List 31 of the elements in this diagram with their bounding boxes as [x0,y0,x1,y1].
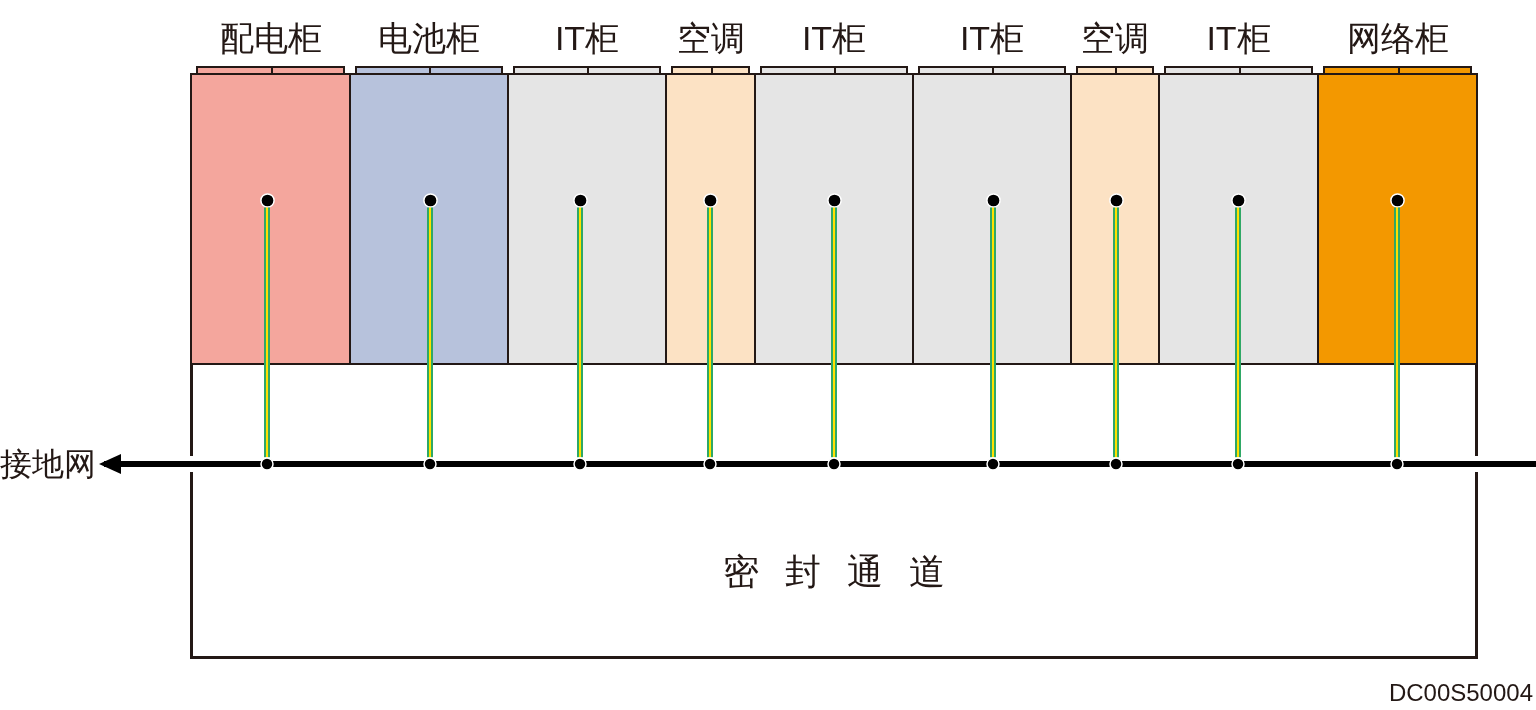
grounding-wire [577,207,583,458]
terminal-dot-icon [702,192,718,208]
cabinet-label: IT柜 [801,18,867,59]
cabinet-label: 空调 [1081,18,1149,59]
figure-code: DC00S50004 [1388,678,1533,708]
terminal-dot-icon [826,192,842,208]
terminal-dot-icon [1389,192,1405,208]
terminal-dot-icon [259,192,275,208]
grounding-bus-arrow [99,454,1536,474]
cabinet-label: IT柜 [959,18,1025,59]
cabinet-label: 配电柜 [219,18,322,59]
cabinet-label: IT柜 [554,18,620,59]
grounding-wire [1113,207,1119,458]
grounding-wire [1394,207,1400,458]
grounding-wire [427,207,433,458]
cabinet-label: IT柜 [1206,18,1271,59]
grounding-wire [707,207,713,458]
aisle-label: 密封通道 [723,547,971,597]
grounding-wire [264,207,270,458]
grounding-wire [990,207,996,458]
terminal-dot-icon [985,192,1001,208]
cabinet-label: 空调 [676,18,745,59]
ground-grid-label: 接地网 [0,444,96,484]
terminal-dot-icon [422,192,438,208]
grounding-wire [1235,207,1241,458]
terminal-dot-icon [1108,192,1124,208]
cabinet-label: 电池柜 [378,18,480,59]
grounding-wire [831,207,837,458]
terminal-dot-icon [572,192,588,208]
terminal-dot-icon [1230,192,1246,208]
cabinet-label: 网络柜 [1346,18,1449,59]
